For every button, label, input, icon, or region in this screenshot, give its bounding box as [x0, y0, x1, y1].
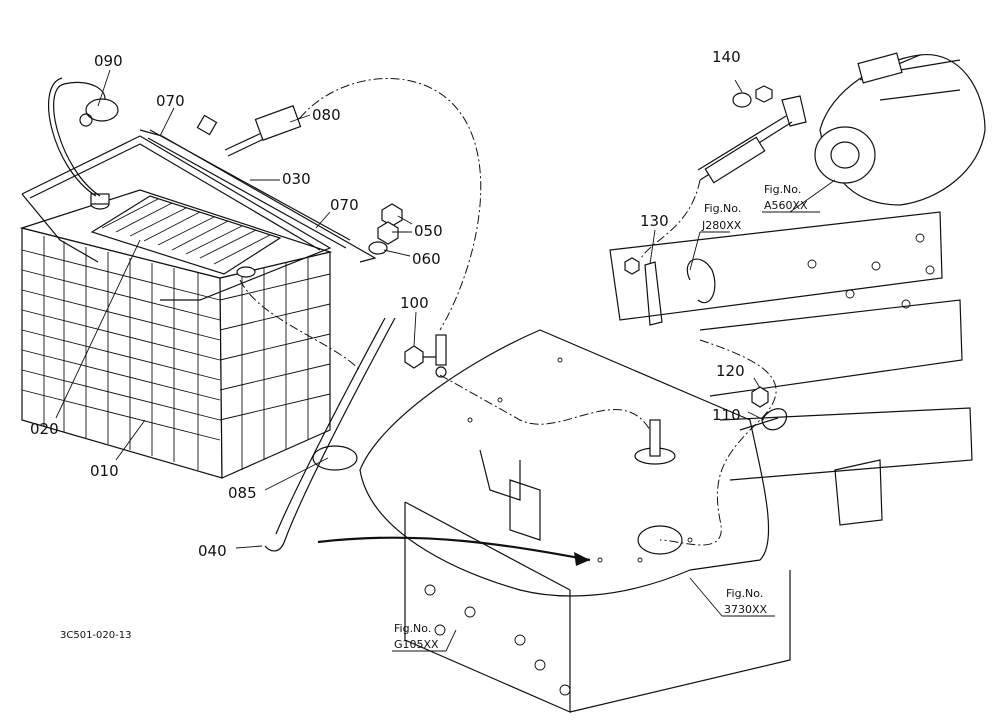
part-number-labels: 090 070 080 030 070 050 060 100 020 010 …	[30, 48, 745, 560]
hardware	[368, 85, 807, 431]
label-070-right: 070	[330, 196, 359, 214]
label-140: 140	[712, 48, 741, 66]
cables	[48, 77, 777, 566]
fig-ref-prefix-j280: Fig.No.	[704, 202, 741, 215]
fig-ref-code-3730: 3730XX	[724, 603, 768, 616]
label-120: 120	[716, 362, 745, 380]
fig-ref-prefix-3730: Fig.No.	[726, 587, 763, 600]
label-010: 010	[90, 462, 119, 480]
label-090: 090	[94, 52, 123, 70]
label-030: 030	[282, 170, 311, 188]
label-130: 130	[640, 212, 669, 230]
figure-references: Fig.No. J280XX Fig.No. A560XX Fig.No. 37…	[394, 183, 808, 651]
label-040: 040	[198, 542, 227, 560]
label-110: 110	[712, 406, 741, 424]
label-080: 080	[312, 106, 341, 124]
label-050: 050	[414, 222, 443, 240]
leader-lines	[55, 69, 836, 652]
label-100: 100	[400, 294, 429, 312]
label-070-top: 070	[156, 92, 185, 110]
fig-ref-prefix-g105: Fig.No.	[394, 622, 431, 635]
starter-motor	[814, 52, 986, 206]
label-060: 060	[412, 250, 441, 268]
fig-ref-code-j280: J280XX	[701, 219, 742, 232]
label-020: 020	[30, 420, 59, 438]
battery-holder	[21, 114, 377, 301]
fig-ref-prefix-a560: Fig.No.	[764, 183, 801, 196]
label-085: 085	[228, 484, 257, 502]
fig-ref-code-g105: G105XX	[394, 638, 439, 651]
fig-ref-code-a560: A560XX	[764, 199, 808, 212]
chassis-frame	[359, 211, 973, 713]
drawing-code: 3C501-020-13	[60, 630, 131, 641]
